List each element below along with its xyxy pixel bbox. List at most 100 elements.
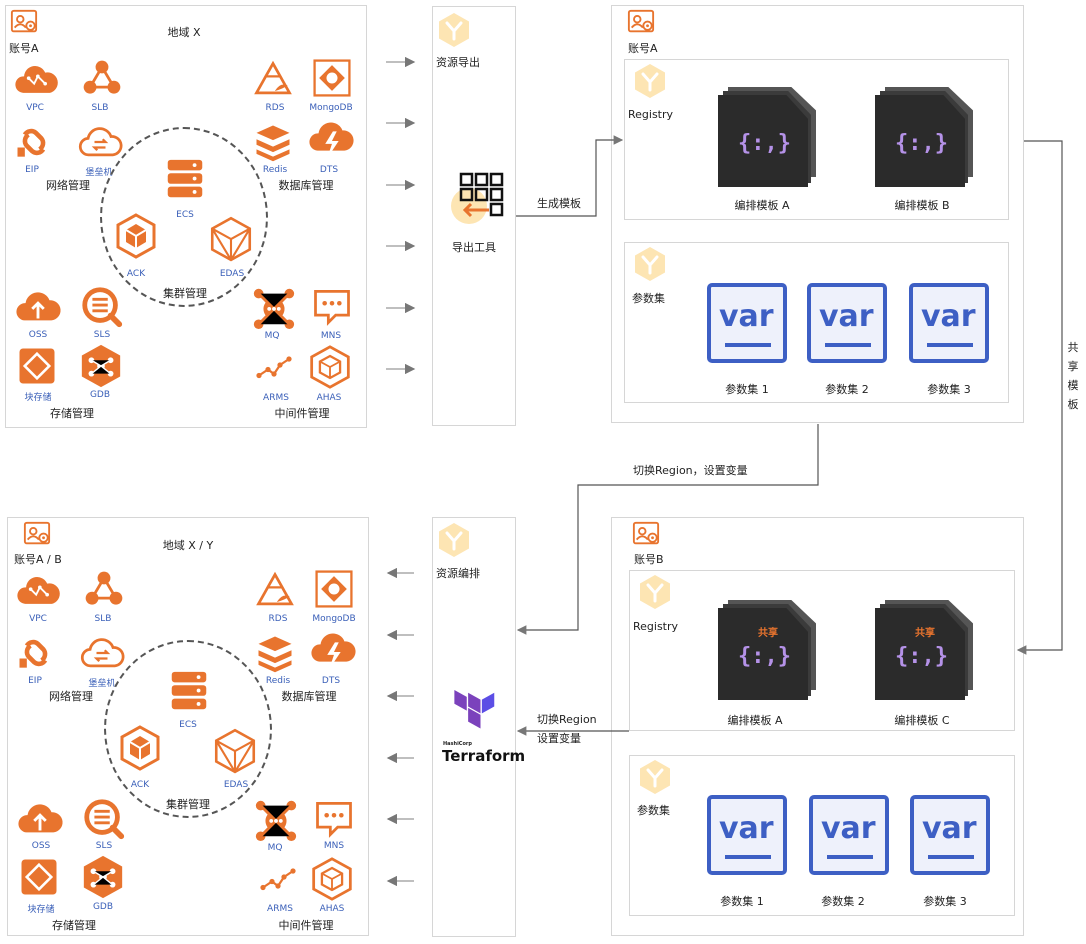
template-glyph: {:,} xyxy=(895,131,948,156)
mns-label: MNS xyxy=(320,331,342,341)
registry-b-label: Registry xyxy=(633,620,679,633)
mongodb-label: MongoDB xyxy=(312,614,356,624)
vpc-label: VPC xyxy=(26,103,44,113)
yellow-hex-icon xyxy=(436,522,472,558)
terraform-brand: HashiCorp xyxy=(443,741,472,747)
bastion-label: 堡垒机 xyxy=(88,679,116,689)
var-card-3: var xyxy=(910,795,990,875)
bastion-label: 堡垒机 xyxy=(85,168,113,178)
bastion-icon xyxy=(76,120,124,164)
shared-template-doc-c: 共享 {:,} xyxy=(875,600,975,700)
ecs-icon xyxy=(164,668,214,714)
sls-label: SLS xyxy=(95,841,113,851)
mongodb-icon xyxy=(310,56,354,100)
gdb-icon xyxy=(78,343,124,389)
bottom-account-label: 账号A / B xyxy=(14,553,62,566)
account-a-label: 账号A xyxy=(628,42,658,55)
sls-icon xyxy=(80,796,128,842)
middleware-group-label: 中间件管理 xyxy=(274,407,330,420)
param-1-label: 参数集 1 xyxy=(725,383,769,396)
params-a-label: 参数集 xyxy=(632,292,665,305)
bastion-icon xyxy=(78,631,126,675)
db-group-label: 数据库管理 xyxy=(278,179,334,192)
network-group-label: 网络管理 xyxy=(46,179,90,192)
slb-icon xyxy=(78,56,126,100)
param-b-3-label: 参数集 3 xyxy=(923,895,967,908)
ahas-icon xyxy=(308,344,352,390)
block-storage-label: 块存储 xyxy=(24,393,52,403)
rds-icon xyxy=(248,58,298,102)
var-card-2: var xyxy=(807,283,887,363)
dts-icon xyxy=(308,118,354,164)
ack-icon xyxy=(116,724,164,772)
orchestration-title: 资源编排 xyxy=(436,567,480,580)
oss-icon xyxy=(14,796,66,842)
sls-label: SLS xyxy=(93,330,111,340)
terraform-name: Terraform xyxy=(442,747,526,765)
oss-label: OSS xyxy=(31,841,51,851)
var-glyph: var xyxy=(719,811,774,846)
template-glyph: {:,} xyxy=(895,644,948,669)
registry-a-label: Registry xyxy=(628,108,674,121)
edas-icon xyxy=(210,724,260,774)
redis-icon xyxy=(250,631,300,675)
oss-label: OSS xyxy=(28,330,48,340)
ack-label: ACK xyxy=(130,780,150,790)
dts-icon xyxy=(310,629,356,675)
arms-icon xyxy=(248,350,300,386)
export-title: 资源导出 xyxy=(436,56,480,69)
network-group-label: 网络管理 xyxy=(49,690,93,703)
ahas-icon xyxy=(310,856,354,902)
top-region-label: 地域 X xyxy=(167,26,201,39)
var-glyph: var xyxy=(719,299,774,334)
export-tool-label: 导出工具 xyxy=(452,241,496,254)
dts-label: DTS xyxy=(321,676,341,686)
eip-icon xyxy=(14,631,58,675)
vpc-icon xyxy=(14,569,62,613)
var-card-1: var xyxy=(707,283,787,363)
edas-label: EDAS xyxy=(219,269,245,279)
shared-template-doc-a: 共享 {:,} xyxy=(718,600,818,700)
oss-icon xyxy=(12,284,64,330)
template-glyph: {:,} xyxy=(738,131,791,156)
arrow xyxy=(1016,140,1063,655)
arms-icon xyxy=(252,862,304,898)
storage-group-label: 存储管理 xyxy=(50,407,94,420)
template-a-label: 编排模板 A xyxy=(734,199,790,212)
gdb-icon xyxy=(80,854,126,900)
ahas-label: AHAS xyxy=(319,904,345,914)
ack-label: ACK xyxy=(126,269,146,279)
mq-icon xyxy=(250,284,298,330)
mq-label: MQ xyxy=(267,843,283,853)
param-b-1-label: 参数集 1 xyxy=(720,895,764,908)
cluster-circle xyxy=(100,127,268,307)
mns-icon xyxy=(312,796,356,840)
vpc-icon xyxy=(12,58,60,102)
mns-icon xyxy=(310,284,354,328)
param-b-2-label: 参数集 2 xyxy=(821,895,865,908)
account-icon xyxy=(626,8,656,36)
rds-icon xyxy=(250,569,300,613)
account-icon xyxy=(9,8,39,36)
var-glyph: var xyxy=(922,811,977,846)
registry-a-box xyxy=(624,59,1009,220)
template-doc-a: {:,} xyxy=(718,87,818,187)
ahas-label: AHAS xyxy=(316,393,342,403)
rds-label: RDS xyxy=(265,103,285,113)
yellow-hex-icon xyxy=(632,63,668,99)
template-glyph: {:,} xyxy=(738,644,791,669)
redis-label: Redis xyxy=(262,165,288,175)
var-card-1: var xyxy=(707,795,787,875)
account-icon xyxy=(22,520,52,548)
storage-group-label: 存储管理 xyxy=(52,919,96,932)
orchestration-arrow-label-2: 设置变量 xyxy=(537,732,581,745)
template-b-label: 编排模板 B xyxy=(894,199,950,212)
var-card-2: var xyxy=(809,795,889,875)
template-c-label: 编排模板 C xyxy=(894,714,950,727)
share-template-label: 共享模板 xyxy=(1067,341,1079,411)
var-glyph: var xyxy=(821,811,876,846)
cluster-group-label: 集群管理 xyxy=(163,287,207,300)
param-2-label: 参数集 2 xyxy=(825,383,869,396)
top-account-label: 账号A xyxy=(9,42,39,55)
block-storage-icon xyxy=(16,856,62,898)
